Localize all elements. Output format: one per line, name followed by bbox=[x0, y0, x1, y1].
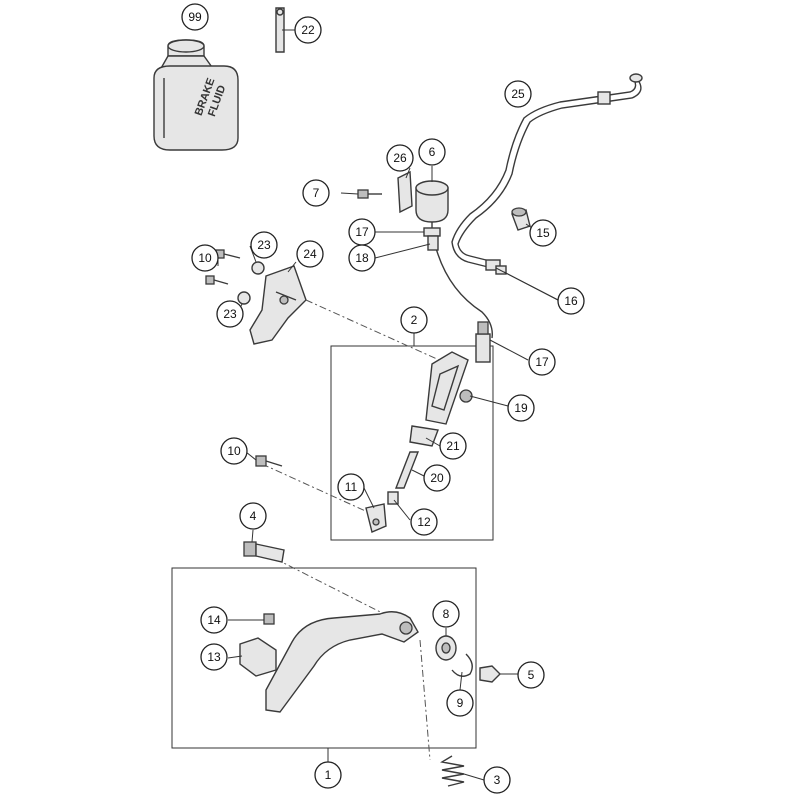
svg-text:19: 19 bbox=[514, 401, 528, 415]
callout-1: 1 bbox=[314, 761, 342, 789]
alignment-line-spring bbox=[419, 639, 431, 761]
retaining-clip bbox=[451, 653, 473, 677]
callout-14: 14 bbox=[200, 606, 228, 634]
svg-text:22: 22 bbox=[301, 23, 315, 37]
callout-2: 2 bbox=[400, 306, 428, 334]
callout-18: 18 bbox=[348, 244, 376, 272]
svg-text:14: 14 bbox=[207, 613, 221, 627]
alignment-line-pivot bbox=[261, 551, 397, 621]
lock-nut bbox=[479, 665, 501, 683]
pedal-stop bbox=[239, 613, 277, 677]
callout-21: 21 bbox=[439, 432, 467, 460]
pedal-washer bbox=[435, 635, 457, 661]
callout-26: 26 bbox=[386, 144, 414, 172]
callout-23-lower: 23 bbox=[216, 300, 244, 328]
callout-24: 24 bbox=[296, 240, 324, 268]
svg-text:8: 8 bbox=[443, 607, 450, 621]
retaining-strap bbox=[275, 7, 285, 53]
banjo-bolt bbox=[511, 207, 531, 231]
callout-25: 25 bbox=[504, 80, 532, 108]
svg-text:15: 15 bbox=[536, 226, 550, 240]
brake-pedal bbox=[265, 611, 419, 713]
svg-text:17: 17 bbox=[355, 225, 369, 239]
callout-10-upper: 10 bbox=[191, 244, 219, 272]
callout-19: 19 bbox=[507, 394, 535, 422]
svg-text:20: 20 bbox=[430, 471, 444, 485]
svg-text:13: 13 bbox=[207, 650, 221, 664]
svg-text:11: 11 bbox=[345, 480, 358, 494]
callout-3: 3 bbox=[483, 766, 511, 794]
callout-17-upper: 17 bbox=[348, 218, 376, 246]
svg-text:9: 9 bbox=[457, 696, 464, 710]
callout-99: 99 bbox=[181, 3, 209, 31]
callout-23-upper: 23 bbox=[250, 231, 278, 259]
brake-fluid-can: BRAKE FLUID bbox=[153, 39, 239, 151]
svg-text:23: 23 bbox=[257, 238, 271, 252]
hose-clamps bbox=[485, 259, 507, 275]
alignment-line-upper bbox=[305, 299, 449, 365]
svg-text:4: 4 bbox=[250, 509, 257, 523]
callout-5: 5 bbox=[517, 661, 545, 689]
callout-12: 12 bbox=[410, 508, 438, 536]
brake-pedal-group-frame bbox=[171, 567, 477, 749]
callout-9: 9 bbox=[446, 689, 474, 717]
leader-lines bbox=[217, 29, 559, 781]
svg-text:25: 25 bbox=[511, 87, 525, 101]
callout-7: 7 bbox=[302, 179, 330, 207]
pivot-bolt bbox=[243, 541, 285, 563]
svg-text:1: 1 bbox=[325, 768, 332, 782]
callout-13: 13 bbox=[200, 643, 228, 671]
svg-text:7: 7 bbox=[313, 186, 320, 200]
master-cylinder bbox=[425, 321, 491, 425]
svg-text:12: 12 bbox=[417, 515, 431, 529]
svg-text:18: 18 bbox=[355, 251, 369, 265]
svg-text:5: 5 bbox=[528, 668, 535, 682]
callout-15: 15 bbox=[529, 219, 557, 247]
callout-17-lower: 17 bbox=[528, 348, 556, 376]
svg-text:16: 16 bbox=[564, 294, 578, 308]
mounting-bracket bbox=[249, 265, 307, 345]
svg-text:17: 17 bbox=[535, 355, 549, 369]
svg-text:26: 26 bbox=[393, 151, 407, 165]
fluid-reservoir bbox=[415, 180, 449, 232]
brake-hose bbox=[435, 73, 643, 339]
callout-20: 20 bbox=[423, 464, 451, 492]
callout-4: 4 bbox=[239, 502, 267, 530]
pushrod bbox=[394, 451, 420, 489]
lower-bolt bbox=[255, 455, 283, 467]
callout-8: 8 bbox=[432, 600, 460, 628]
svg-text:2: 2 bbox=[411, 313, 418, 327]
svg-text:99: 99 bbox=[188, 10, 202, 24]
callout-22: 22 bbox=[294, 16, 322, 44]
svg-text:10: 10 bbox=[227, 444, 241, 458]
master-cylinder-group-frame bbox=[330, 345, 494, 541]
callout-6: 6 bbox=[418, 138, 446, 166]
clevis-pin bbox=[387, 491, 399, 505]
svg-text:21: 21 bbox=[446, 439, 460, 453]
alignment-line-bolt bbox=[261, 463, 373, 515]
svg-text:23: 23 bbox=[223, 307, 237, 321]
callout-11: 11 bbox=[337, 473, 365, 501]
svg-text:24: 24 bbox=[303, 247, 317, 261]
hose-fitting-upper bbox=[423, 227, 441, 251]
reservoir-bracket bbox=[397, 170, 413, 214]
clevis bbox=[365, 503, 387, 533]
svg-text:3: 3 bbox=[494, 773, 501, 787]
svg-text:10: 10 bbox=[198, 251, 212, 265]
callout-16: 16 bbox=[557, 287, 585, 315]
bracket-screw bbox=[357, 189, 382, 199]
upper-bolts bbox=[205, 249, 265, 305]
return-spring bbox=[440, 755, 465, 787]
callout-10-lower: 10 bbox=[220, 437, 248, 465]
svg-text:6: 6 bbox=[429, 145, 436, 159]
